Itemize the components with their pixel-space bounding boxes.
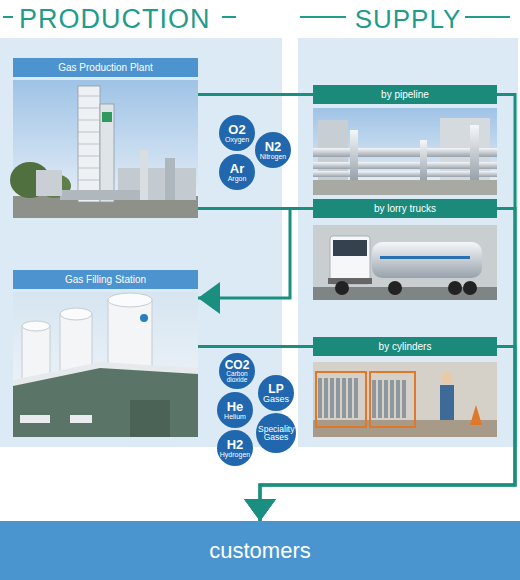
gas-label: O2	[228, 123, 245, 136]
gas-label: Argon	[228, 175, 247, 182]
circle-shape	[256, 413, 296, 453]
circle-content: LPGases	[258, 375, 294, 411]
gas-label: Gases	[263, 395, 289, 404]
card-header: Gas Filling Station	[13, 270, 198, 289]
gas-label: Carbon dioxide	[222, 371, 252, 384]
plant-card: Gas Production Plant	[13, 58, 198, 218]
gas-circle: HeHelium	[217, 392, 253, 428]
gas-label: N2	[265, 140, 282, 153]
gas-label: He	[227, 400, 244, 413]
gas-circle: ArArgon	[219, 154, 255, 190]
band-label: customers	[209, 538, 310, 564]
gas-label: Ar	[230, 162, 244, 175]
section-heading: PRODUCTION	[19, 4, 211, 34]
circle-content: ArArgon	[219, 154, 255, 190]
card-header: by cylinders	[313, 337, 497, 356]
gas-label: H2	[227, 438, 244, 451]
circle-content: N2Nitrogen	[255, 132, 291, 168]
gas-label: Oxygen	[225, 136, 249, 143]
circle-content: O2Oxygen	[219, 115, 255, 151]
gas-label: LP	[268, 383, 283, 395]
gas-circle: CO2Carbon dioxide	[219, 353, 255, 389]
card-header: by pipeline	[313, 85, 497, 104]
gas-label: Helium	[224, 413, 246, 420]
gas-circle: H2Hydrogen	[217, 430, 253, 466]
circle-shape	[219, 115, 255, 151]
gas-circle: O2Oxygen	[219, 115, 255, 151]
circle-shape	[219, 353, 255, 389]
section-heading: SUPPLY	[298, 4, 518, 34]
circle-shape	[217, 430, 253, 466]
station-card: Gas Filling Station	[13, 270, 198, 437]
circle-content: H2Hydrogen	[217, 430, 253, 466]
circle-shape	[255, 132, 291, 168]
card-header: by lorry trucks	[313, 199, 497, 218]
circle-content: Speciality Gases	[256, 413, 296, 453]
supply-card: by cylinders	[313, 337, 497, 437]
gas-circle: LPGases	[258, 375, 294, 411]
gas-label: Nitrogen	[260, 153, 286, 160]
gas-circle: Speciality Gases	[256, 413, 296, 453]
circle-shape	[258, 375, 294, 411]
gas-circle: N2Nitrogen	[255, 132, 291, 168]
supply-panel: SUPPLYby pipelineby lorry trucksby cylin…	[298, 38, 518, 447]
circle-shape	[219, 154, 255, 190]
circle-shape	[217, 392, 253, 428]
gas-label: CO2	[225, 359, 250, 371]
card-header: Gas Production Plant	[13, 58, 198, 77]
supply-card: by pipeline	[313, 85, 497, 195]
supply-card: by lorry trucks	[313, 199, 497, 300]
gas-label: Speciality Gases	[258, 425, 294, 442]
customers-band: customers	[0, 521, 520, 580]
gas-label: Hydrogen	[220, 451, 250, 458]
circle-content: HeHelium	[217, 392, 253, 428]
circle-content: CO2Carbon dioxide	[219, 353, 255, 389]
